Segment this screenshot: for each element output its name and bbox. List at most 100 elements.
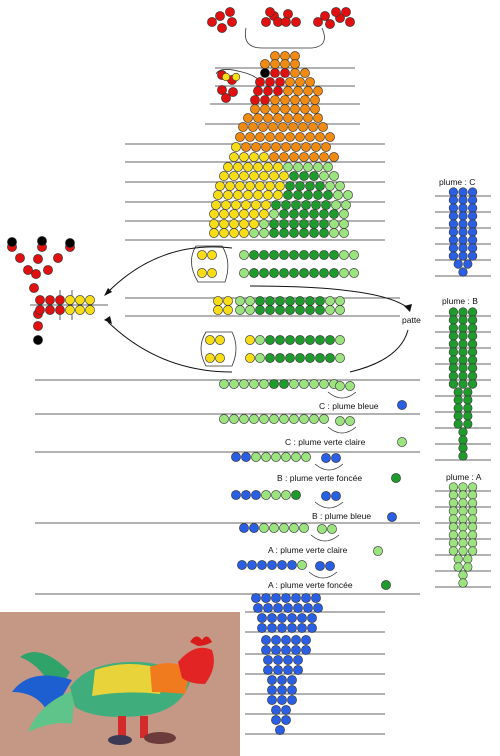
bead	[213, 305, 223, 315]
bead	[468, 187, 478, 197]
bead	[448, 379, 459, 389]
bead	[55, 295, 65, 305]
bead	[339, 219, 349, 229]
bead	[197, 250, 207, 260]
bead	[295, 335, 305, 345]
bead	[458, 443, 468, 453]
bead	[458, 323, 468, 333]
bead	[249, 171, 259, 181]
bead	[29, 283, 39, 293]
bead	[260, 104, 270, 114]
bead	[271, 142, 281, 152]
bead	[305, 296, 315, 306]
text-labels: plume : C plume : B plume : A patte C : …	[268, 177, 482, 590]
bead	[301, 593, 311, 603]
bead	[325, 353, 335, 363]
bead	[245, 181, 255, 191]
bead	[273, 86, 283, 96]
bead	[271, 705, 281, 715]
bead	[291, 200, 301, 210]
bead	[241, 490, 251, 500]
bead	[259, 523, 269, 533]
brace-arc	[327, 391, 357, 399]
bead	[219, 414, 229, 424]
bead	[313, 17, 323, 27]
bead	[278, 122, 288, 132]
bead	[301, 635, 311, 645]
bead	[297, 613, 307, 623]
bead	[468, 363, 478, 373]
bead	[335, 305, 345, 315]
bead	[313, 86, 323, 96]
bead	[315, 132, 325, 142]
bead	[259, 209, 269, 219]
bead	[228, 87, 238, 97]
brace-arc	[308, 571, 338, 579]
bead	[335, 335, 345, 345]
bead	[283, 665, 293, 675]
bead	[288, 122, 298, 132]
bead	[468, 371, 478, 381]
bead	[267, 613, 277, 623]
bead	[235, 305, 245, 315]
bead	[265, 305, 275, 315]
bead	[225, 7, 235, 17]
brace-arc	[310, 534, 340, 542]
bead	[265, 296, 275, 306]
arrowhead	[104, 316, 112, 324]
bead	[323, 162, 333, 172]
bead	[279, 523, 289, 533]
bead	[270, 95, 280, 105]
bead	[249, 152, 259, 162]
bead	[301, 200, 311, 210]
bead	[448, 243, 459, 253]
bead	[277, 675, 287, 685]
bead	[260, 59, 270, 69]
bead	[345, 381, 355, 391]
bead	[305, 305, 315, 315]
bead	[211, 200, 221, 210]
bead	[205, 353, 215, 363]
bead	[239, 219, 249, 229]
body-yellow-band	[92, 664, 165, 696]
bead	[468, 315, 478, 325]
bead	[458, 570, 468, 580]
bead	[448, 219, 459, 229]
bead	[45, 305, 55, 315]
bead	[448, 331, 459, 341]
bead	[271, 490, 281, 500]
bead	[65, 295, 75, 305]
bead	[285, 77, 295, 87]
bead	[259, 219, 269, 229]
bead	[381, 580, 391, 590]
bead	[325, 181, 335, 191]
bead	[458, 435, 468, 445]
bead	[249, 228, 259, 238]
bead	[267, 560, 277, 570]
bead	[259, 268, 269, 278]
bead	[263, 665, 273, 675]
bead	[255, 296, 265, 306]
bead	[241, 200, 251, 210]
bead	[293, 86, 303, 96]
bead	[301, 452, 311, 462]
bead	[373, 546, 383, 556]
bead	[285, 305, 295, 315]
bead	[468, 538, 478, 548]
bead	[281, 635, 291, 645]
bead	[329, 228, 339, 238]
bead	[463, 403, 473, 413]
bead	[229, 219, 239, 229]
bead	[281, 17, 291, 27]
bead	[280, 59, 290, 69]
bead	[305, 353, 315, 363]
bead	[271, 645, 281, 655]
bead	[463, 419, 473, 429]
bead	[321, 491, 331, 501]
bead	[219, 171, 229, 181]
bead	[458, 546, 468, 556]
bead	[285, 296, 295, 306]
bead	[65, 305, 75, 315]
bead	[279, 209, 289, 219]
bead	[308, 122, 318, 132]
